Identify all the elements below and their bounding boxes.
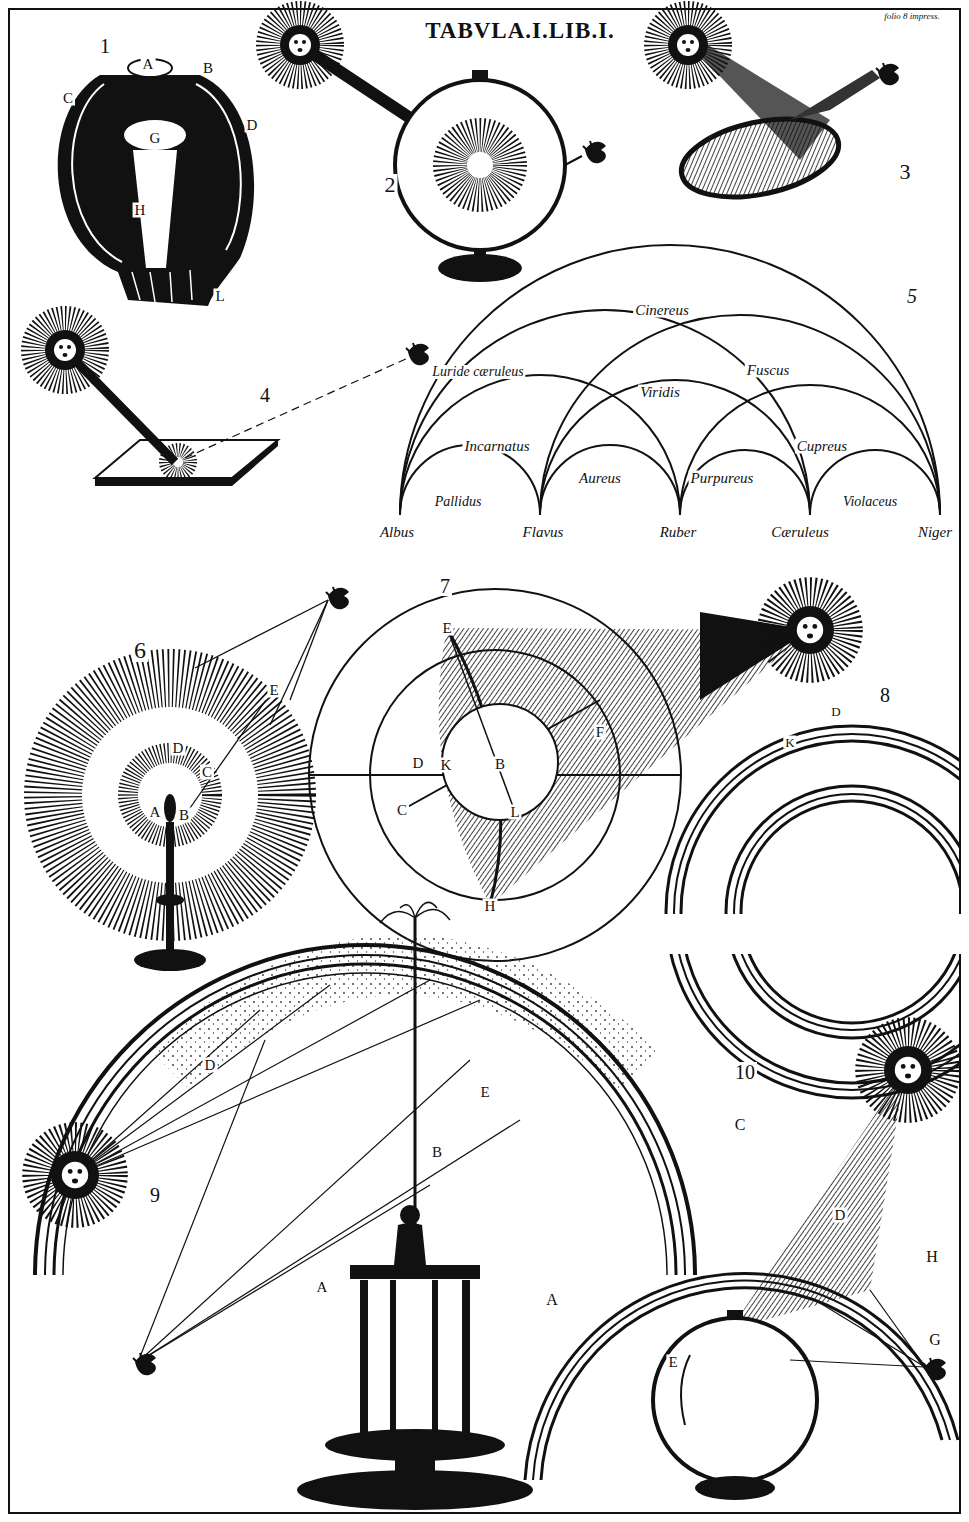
callout-letter: K bbox=[439, 758, 454, 773]
callout-letter: D bbox=[203, 1058, 218, 1073]
callout-letter: D bbox=[245, 118, 260, 133]
callout-letter: 8 bbox=[878, 685, 892, 705]
callout-letter: B bbox=[201, 61, 215, 76]
callout-letter: F bbox=[594, 725, 606, 740]
colour-name: Fuscus bbox=[745, 363, 792, 378]
callout-letter: E bbox=[666, 1355, 679, 1370]
callout-letter: 2 bbox=[383, 174, 398, 196]
callout-letter: L bbox=[213, 289, 226, 304]
colour-name: Albus bbox=[378, 525, 416, 540]
callout-letter: 7 bbox=[438, 576, 452, 596]
callout-letter: H bbox=[483, 899, 498, 914]
callout-letter: C bbox=[733, 1117, 748, 1133]
callout-letter: H bbox=[924, 1249, 940, 1265]
callout-letter: C bbox=[61, 91, 75, 106]
colour-name: Cinereus bbox=[633, 303, 691, 318]
callout-letter: D bbox=[171, 741, 186, 756]
callout-letter: C bbox=[395, 803, 409, 818]
colour-name: Violaceus bbox=[841, 495, 899, 509]
plate-title: TABVLA.I.LIB.I. bbox=[422, 19, 618, 42]
callout-letter: G bbox=[148, 131, 163, 146]
callout-letter: B bbox=[177, 808, 191, 823]
callout-letter: A bbox=[141, 57, 156, 72]
colour-name: Cæruleus bbox=[769, 525, 831, 540]
colour-name: Aureus bbox=[577, 471, 623, 486]
callout-letter: D bbox=[829, 705, 842, 718]
callout-letter: E bbox=[267, 683, 280, 698]
colour-name: folio 8 impress. bbox=[882, 12, 941, 21]
colour-name: Flavus bbox=[521, 525, 566, 540]
colour-name: Ruber bbox=[658, 525, 699, 540]
colour-name: 5 bbox=[905, 286, 919, 306]
callout-letter: H bbox=[133, 203, 148, 218]
callout-letter: A bbox=[148, 805, 163, 820]
callout-letter: 9 bbox=[148, 1185, 162, 1205]
callout-letter: D bbox=[833, 1208, 848, 1223]
colour-name: Cupreus bbox=[795, 439, 849, 454]
colour-name: Incarnatus bbox=[463, 439, 532, 454]
callout-letter: 4 bbox=[258, 385, 272, 405]
callout-letter: A bbox=[315, 1280, 330, 1295]
callout-letter: L bbox=[508, 805, 521, 820]
callout-letter: B bbox=[430, 1145, 444, 1160]
callout-letter: 1 bbox=[98, 36, 112, 56]
callout-letter: 3 bbox=[898, 161, 913, 183]
colour-name: Purpureus bbox=[689, 471, 756, 486]
callout-letter: C bbox=[200, 765, 214, 780]
callout-letter: D bbox=[411, 756, 426, 771]
callout-letter: B bbox=[493, 757, 507, 772]
colour-name: Pallidus bbox=[433, 495, 484, 509]
callout-letter: G bbox=[927, 1332, 943, 1348]
colour-name: Viridis bbox=[638, 385, 682, 400]
callout-letter: A bbox=[544, 1292, 560, 1308]
callout-letter: E bbox=[478, 1085, 491, 1100]
callout-letter: 6 bbox=[132, 638, 148, 662]
callout-letter: K bbox=[783, 736, 796, 749]
callout-letter: E bbox=[440, 621, 453, 636]
colour-name: Luride cæruleus bbox=[430, 365, 525, 379]
colour-name: Niger bbox=[916, 525, 954, 540]
callout-letter: 10 bbox=[733, 1062, 757, 1082]
